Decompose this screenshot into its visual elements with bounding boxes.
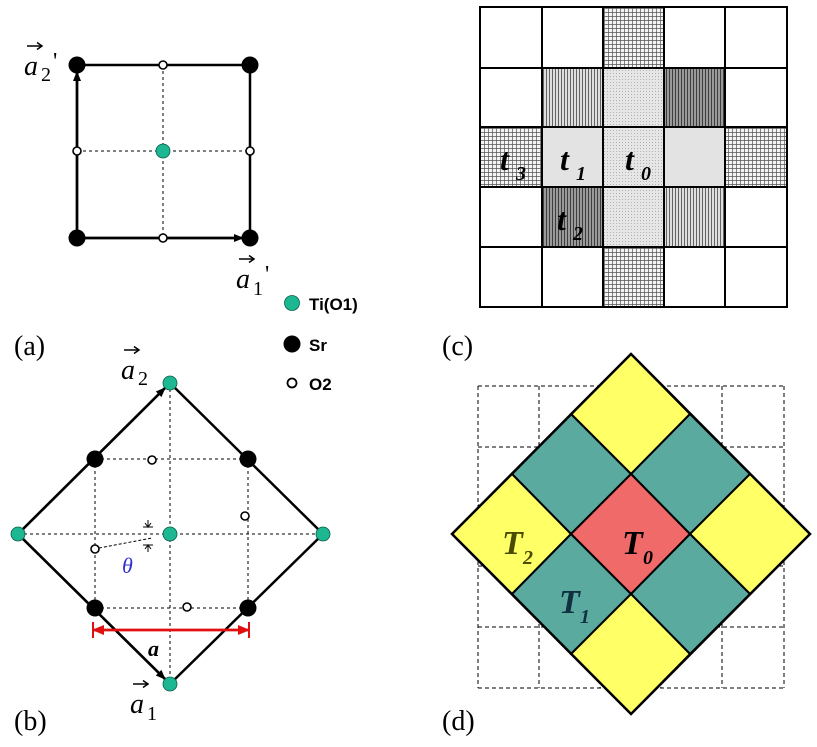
cell-row2-center <box>603 68 664 127</box>
label-a1-letter: a <box>236 264 250 295</box>
label-t1-sub: 1 <box>576 163 586 185</box>
cell-left-cross <box>480 127 542 187</box>
panel-a-o2-atoms <box>72 60 255 243</box>
cell-row3-right <box>664 127 725 187</box>
label-b-a1-subscript: 1 <box>147 703 157 725</box>
label-t0: t <box>625 141 635 177</box>
panel-a-label-a1: a 1 ' <box>236 254 269 300</box>
label-t1: t <box>560 141 570 177</box>
panel-b-offset-marker <box>143 520 153 552</box>
cell-t2 <box>542 187 603 247</box>
panel-b-sr-atoms <box>86 450 257 617</box>
label-t0-sub: 0 <box>641 163 651 185</box>
panel-b: θ a a 2 a 1 (b) <box>10 345 331 737</box>
cell-top-cross <box>603 7 664 68</box>
cell-row4-center <box>603 187 664 247</box>
panel-d-outline <box>450 352 812 716</box>
cell-right-cross <box>725 127 787 187</box>
panel-b-lattice-label: a <box>148 636 159 661</box>
cell-t0 <box>603 127 664 187</box>
label-T0: T <box>622 525 644 562</box>
label-T1: T <box>559 584 581 621</box>
label-b-a1-letter: a <box>130 689 144 720</box>
label-a2-subscript: 2 <box>41 64 51 86</box>
panel-c-tag: (c) <box>442 331 473 362</box>
panel-d-tag: (d) <box>442 706 475 737</box>
panel-b-rotation-line <box>98 537 153 549</box>
panel-b-tag: (b) <box>14 706 47 737</box>
cell-t1 <box>542 127 603 187</box>
panel-a-tag: (a) <box>14 331 45 362</box>
legend-o2-label: O2 <box>309 375 332 394</box>
legend-ti-label: Ti(O1) <box>309 295 358 314</box>
legend-sr-label: Sr <box>309 336 327 355</box>
panel-a: a 2 ' a 1 ' (a) <box>14 41 269 362</box>
cell-row2-right <box>664 68 725 127</box>
label-t2-sub: 2 <box>572 223 583 245</box>
panel-d: T 0 T 2 T 1 (d) <box>442 352 812 737</box>
label-T0-sub: 0 <box>643 547 653 569</box>
label-T2: T <box>502 525 524 562</box>
label-T2-sub: 2 <box>522 547 533 569</box>
panel-c-grid <box>479 6 788 308</box>
panel-b-angle-label: θ <box>122 553 133 578</box>
panel-b-ti-atoms <box>10 375 331 692</box>
panel-a-sr-atoms <box>68 56 259 247</box>
legend-o2-marker <box>286 377 298 389</box>
label-a1-subscript: 1 <box>253 278 263 300</box>
label-b-a2-subscript: 2 <box>138 368 148 390</box>
panel-a-label-a2: a 2 ' <box>24 41 57 86</box>
panel-c: t 3 t 1 t 0 t 2 (c) <box>442 6 788 362</box>
panel-b-label-a2: a 2 <box>121 345 148 390</box>
legend: Ti(O1) Sr O2 <box>283 295 358 394</box>
label-T1-sub: 1 <box>580 606 590 628</box>
legend-sr-marker <box>283 335 301 353</box>
label-t3: t <box>500 141 510 177</box>
label-t3-sub: 3 <box>515 163 526 185</box>
panel-b-o2-atoms <box>90 455 250 612</box>
panel-a-ti-atom <box>155 143 171 159</box>
label-b-a2-letter: a <box>121 355 135 386</box>
label-a2-prime: ' <box>53 49 57 75</box>
label-t2: t <box>557 201 567 237</box>
legend-ti-marker <box>284 295 300 311</box>
cell-row2-left <box>542 68 603 127</box>
label-a1-prime: ' <box>265 262 269 288</box>
cell-row4-right <box>664 187 725 247</box>
label-a2-letter: a <box>24 51 38 82</box>
panel-b-label-a1: a 1 <box>130 679 157 725</box>
cell-bottom-cross <box>603 247 664 307</box>
